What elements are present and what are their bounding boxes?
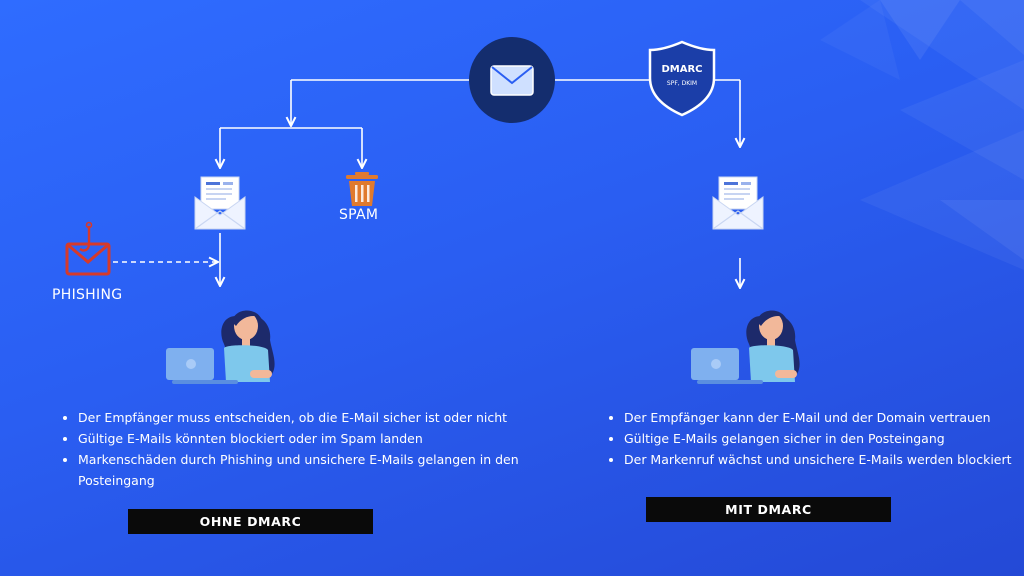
right-bullet-2: Gültige E-Mails gelangen sicher in den P… [624,428,1024,449]
woman-laptop-illustration-left [166,310,275,384]
connector-lines [113,79,740,288]
left-bullet-1: Der Empfänger muss entscheiden, ob die E… [78,407,548,428]
left-bullet-3: Markenschäden durch Phishing und unsiche… [78,449,548,491]
phishing-hook-icon [65,221,111,276]
spam-label: SPAM [339,207,379,223]
trash-icon [346,172,378,206]
woman-laptop-illustration-right [691,310,800,384]
right-bullet-3: Der Markenruf wächst und unsichere E-Mai… [624,449,1024,470]
right-bullet-list: Der Empfänger kann der E-Mail und der Do… [608,407,1024,470]
right-bullet-1: Der Empfänger kann der E-Mail und der Do… [624,407,1024,428]
left-bullet-2: Gültige E-Mails könnten blockiert oder i… [78,428,548,449]
dmarc-shield-subtitle: SPF, DKIM [667,80,697,87]
background-triangles [820,0,1024,270]
open-mail-icon-right [712,176,764,230]
phishing-label: PHISHING [52,287,123,303]
ohne-dmarc-tag: OHNE DMARC [128,509,373,534]
envelope-icon [469,37,555,123]
dmarc-shield-title: DMARC [661,64,702,75]
mit-dmarc-tag: MIT DMARC [646,497,891,522]
left-bullet-list: Der Empfänger muss entscheiden, ob die E… [62,407,548,491]
open-mail-icon-left [194,176,246,230]
dmarc-shield-icon: DMARC SPF, DKIM [648,40,716,117]
